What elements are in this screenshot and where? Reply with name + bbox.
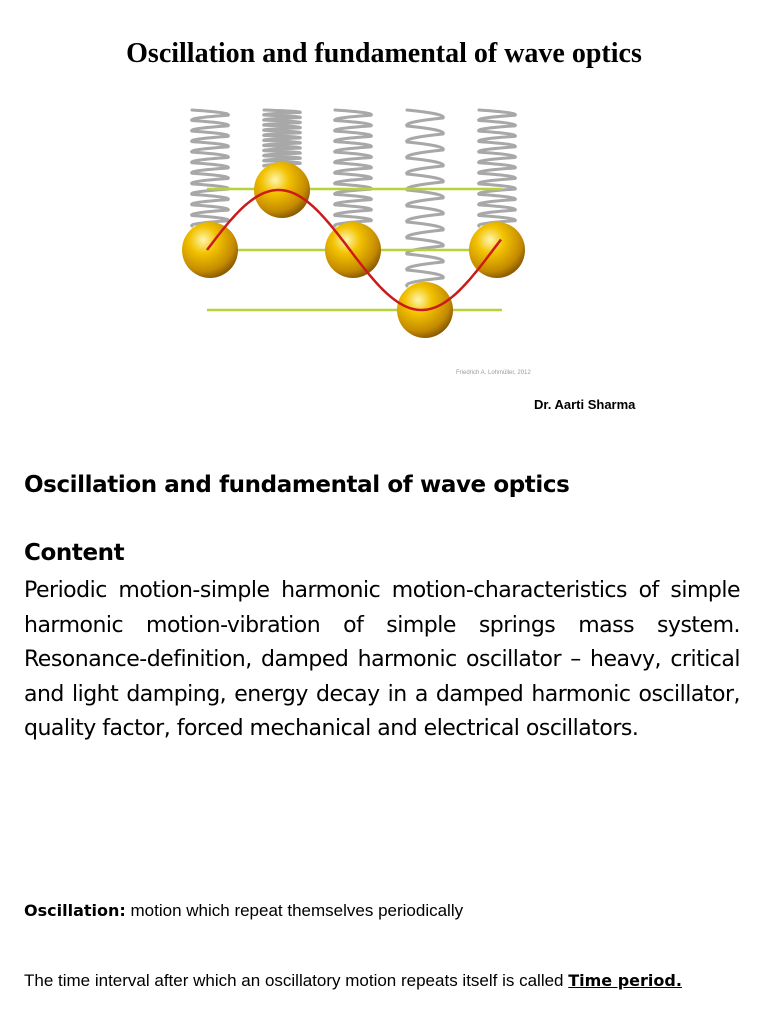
oscillation-text: motion which repeat themselves periodica… [125, 901, 464, 920]
section-heading: Oscillation and fundamental of wave opti… [24, 472, 570, 498]
spring-3 [333, 108, 373, 228]
mass-ball-1 [182, 222, 238, 278]
page-title: Oscillation and fundamental of wave opti… [126, 38, 642, 69]
spring-5 [477, 108, 517, 228]
spring-1 [190, 108, 230, 228]
oscillation-definition: Oscillation: motion which repeat themsel… [24, 901, 744, 921]
time-period-definition: The time interval after which an oscilla… [24, 970, 744, 992]
spring-2 [262, 108, 302, 168]
time-period-term: Time period. [568, 971, 682, 990]
spring-4 [405, 108, 445, 288]
content-body: Periodic motion-simple harmonic motion-c… [24, 578, 741, 741]
oscillation-term: Oscillation: [24, 901, 126, 920]
sine-wave [206, 188, 502, 312]
author-name: Dr. Aarti Sharma [534, 397, 636, 412]
figure-credit: Friedrich A. Lohmüller, 2012 [456, 370, 531, 376]
content-label: Content [24, 540, 125, 566]
time-period-text: The time interval after which an oscilla… [24, 971, 569, 990]
spring-mass-wave-figure [182, 108, 525, 338]
